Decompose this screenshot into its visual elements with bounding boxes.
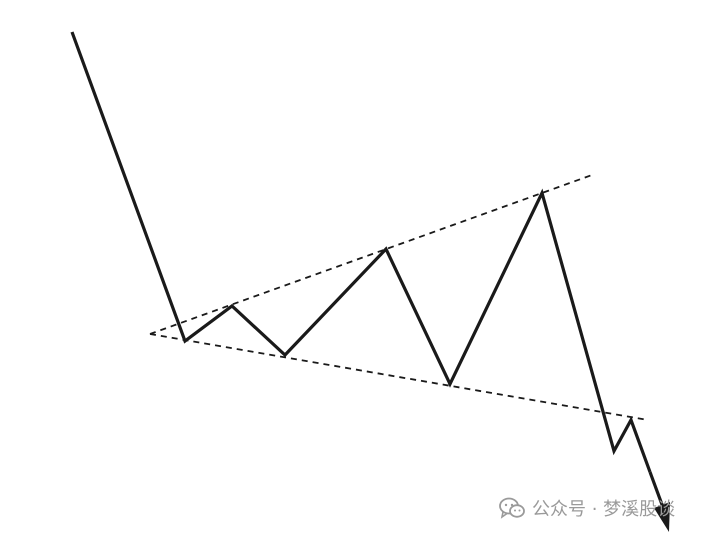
arrow-head-icon bbox=[654, 502, 670, 532]
upper-trendline bbox=[149, 174, 593, 335]
lower-trendline bbox=[149, 333, 649, 421]
wechat-icon bbox=[499, 497, 525, 519]
breakdown-arrow bbox=[648, 471, 666, 511]
watermark: 公众号 · 梦溪股谈 bbox=[498, 494, 675, 522]
price-path bbox=[70, 31, 652, 473]
watermark-text: 公众号 · 梦溪股谈 bbox=[532, 499, 676, 520]
